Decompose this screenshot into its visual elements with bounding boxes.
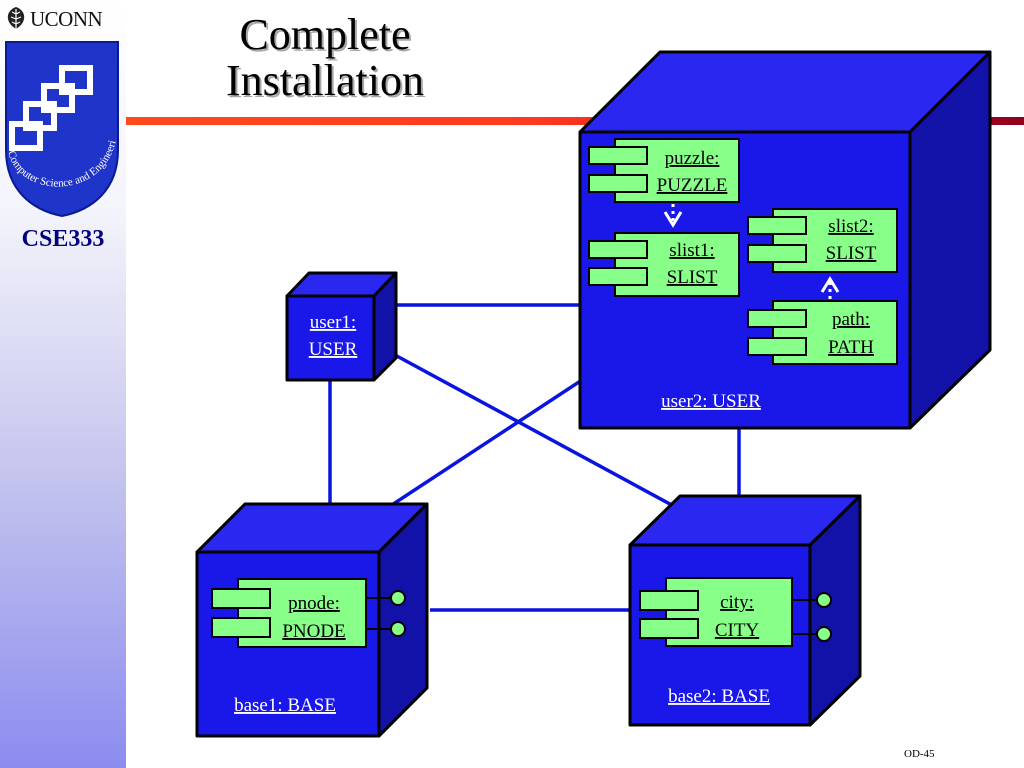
component-puzzle-name: puzzle: <box>665 148 720 169</box>
component-pnode-type: PNODE <box>282 621 345 642</box>
component-slist1-name: slist1: <box>669 240 714 261</box>
node-base1-label: base1: BASE <box>234 695 336 716</box>
city-interfaces <box>792 592 832 642</box>
title-rule <box>126 117 1024 125</box>
component-path-type: PATH <box>828 337 874 358</box>
node-links <box>328 303 741 612</box>
slide-number: OD-45 <box>904 748 935 760</box>
node-user1-label-name: user1: <box>310 312 356 333</box>
slide-title-line-1: Complete <box>239 10 411 59</box>
component-slist2-name: slist2: <box>828 216 873 237</box>
component-slist1-type: SLIST <box>667 267 718 288</box>
component-city-name: city: <box>720 592 754 613</box>
component-slist1: slist1: SLIST <box>588 232 740 297</box>
component-pnode-name: pnode: <box>288 593 340 614</box>
node-user1 <box>285 271 398 382</box>
component-path-name: path: <box>832 309 870 330</box>
component-puzzle: puzzle: PUZZLE <box>588 138 740 203</box>
uconn-logo: UCONN <box>4 4 122 34</box>
dependency-path-slist2 <box>820 276 840 299</box>
component-slist2: slist2: SLIST <box>747 208 898 273</box>
sidebar: UCONN Computer Science and Engineering C… <box>0 0 126 768</box>
component-city-type: CITY <box>715 620 760 641</box>
component-path: path: PATH <box>747 300 898 365</box>
node-user1-label-type: USER <box>309 339 358 360</box>
link-user1-base2 <box>394 353 693 518</box>
component-puzzle-type: PUZZLE <box>657 175 728 196</box>
component-pnode: pnode: PNODE <box>211 578 367 648</box>
node-base2-label: base2: BASE <box>668 686 770 707</box>
slide-title-line-2: Installation <box>226 56 424 105</box>
uconn-wordmark: UCONN <box>30 6 103 31</box>
cse-department-badge: Computer Science and Engineering <box>0 40 119 218</box>
networked-computers-icon <box>9 65 93 151</box>
course-code: CSE333 <box>21 226 105 252</box>
pnode-interfaces <box>366 590 406 637</box>
oak-leaf-icon <box>7 7 25 32</box>
node-user2-label: user2: USER <box>661 391 761 412</box>
dependency-puzzle-slist1 <box>663 204 683 228</box>
slide-title: Complete Installation <box>190 12 460 104</box>
component-city: city: CITY <box>639 577 793 647</box>
component-slist2-type: SLIST <box>826 243 877 264</box>
link-user2-base1 <box>371 376 586 520</box>
